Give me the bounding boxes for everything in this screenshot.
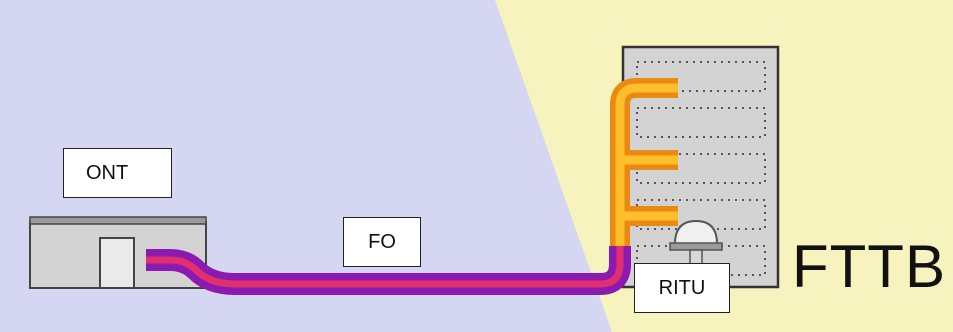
vertical-riser	[610, 78, 678, 248]
house-door	[99, 237, 135, 289]
floor-outline	[636, 153, 766, 184]
ritu-label: RITU	[634, 263, 730, 313]
fo-label: FO	[343, 217, 421, 267]
ritu-dome	[669, 219, 723, 265]
ont-label: ONT	[63, 148, 172, 198]
fiber-cable	[146, 246, 631, 295]
house	[29, 216, 207, 289]
floor-outline	[636, 107, 766, 138]
floor-outline	[636, 61, 766, 92]
floor-outline	[636, 199, 766, 230]
fttb-title: FTTB	[792, 233, 946, 300]
